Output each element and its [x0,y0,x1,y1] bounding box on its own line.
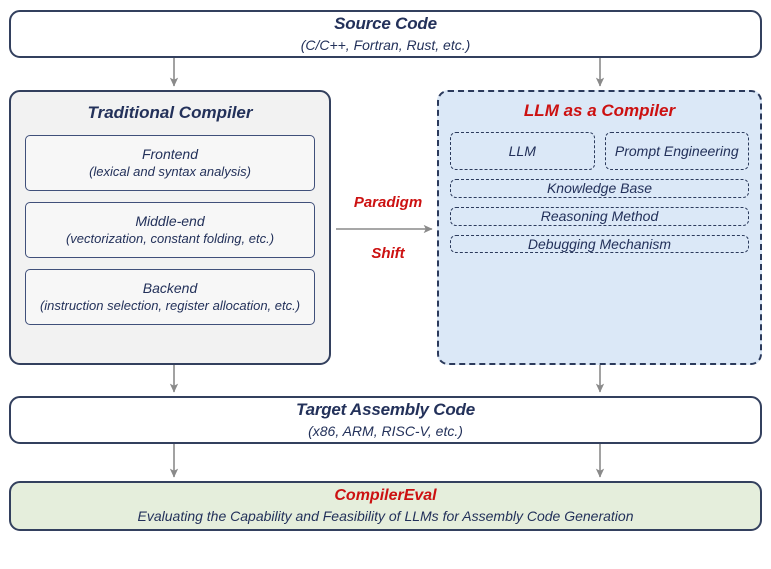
source-code-title: Source Code [334,14,437,34]
llm-top-row: LLM Prompt Engineering [450,132,749,170]
paradigm-shift-label: Paradigm Shift [340,193,436,265]
traditional-compiler-title: Traditional Compiler [87,103,253,122]
llm-component-reasoning-method: Reasoning Method [450,206,749,226]
stage-desc: (lexical and syntax analysis) [89,164,251,180]
traditional-compiler-panel: Traditional Compiler Frontend (lexical a… [9,90,331,365]
target-assembly-subtitle: (x86, ARM, RISC-V, etc.) [308,422,463,439]
stage-backend: Backend (instruction selection, register… [25,269,315,325]
stage-name: Middle-end [135,213,205,230]
llm-component-label: Knowledge Base [546,180,653,196]
llm-component-knowledge-base: Knowledge Base [450,179,749,198]
stage-name: Backend [142,280,198,297]
target-assembly-title: Target Assembly Code [296,400,475,420]
paradigm-shift-line2: Shift [369,245,407,262]
stage-name: Frontend [141,146,199,163]
llm-component-llm: LLM [450,132,595,170]
llm-component-prompt-engineering: Prompt Engineering [604,132,749,170]
stage-desc: (instruction selection, register allocat… [39,298,301,314]
traditional-compiler-stage-list: Frontend (lexical and syntax analysis) M… [11,135,329,325]
llm-as-compiler-panel: LLM as a Compiler LLM Prompt Engineering… [437,90,762,365]
llm-component-debugging-mechanism: Debugging Mechanism [450,234,749,254]
llm-component-label: Prompt Engineering [614,142,739,159]
paradigm-shift-line1: Paradigm [351,194,425,211]
llm-component-label: Reasoning Method [540,207,659,224]
llm-as-compiler-title: LLM as a Compiler [523,101,676,120]
source-code-subtitle: (C/C++, Fortran, Rust, etc.) [300,36,471,53]
llm-component-label: LLM [508,142,536,159]
llm-component-label: Debugging Mechanism [527,235,672,252]
llm-component-list: LLM Prompt Engineering Knowledge Base Re… [439,132,760,254]
source-code-box: Source Code (C/C++, Fortran, Rust, etc.) [9,10,762,58]
stage-desc: (vectorization, constant folding, etc.) [65,231,275,247]
target-assembly-code-box: Target Assembly Code (x86, ARM, RISC-V, … [9,396,762,444]
stage-middle-end: Middle-end (vectorization, constant fold… [25,202,315,258]
stage-frontend: Frontend (lexical and syntax analysis) [25,135,315,191]
compilereval-box: CompilerEval Evaluating the Capability a… [9,481,762,531]
compilereval-title: CompilerEval [334,487,437,505]
compilereval-subtitle: Evaluating the Capability and Feasibilit… [137,507,634,524]
